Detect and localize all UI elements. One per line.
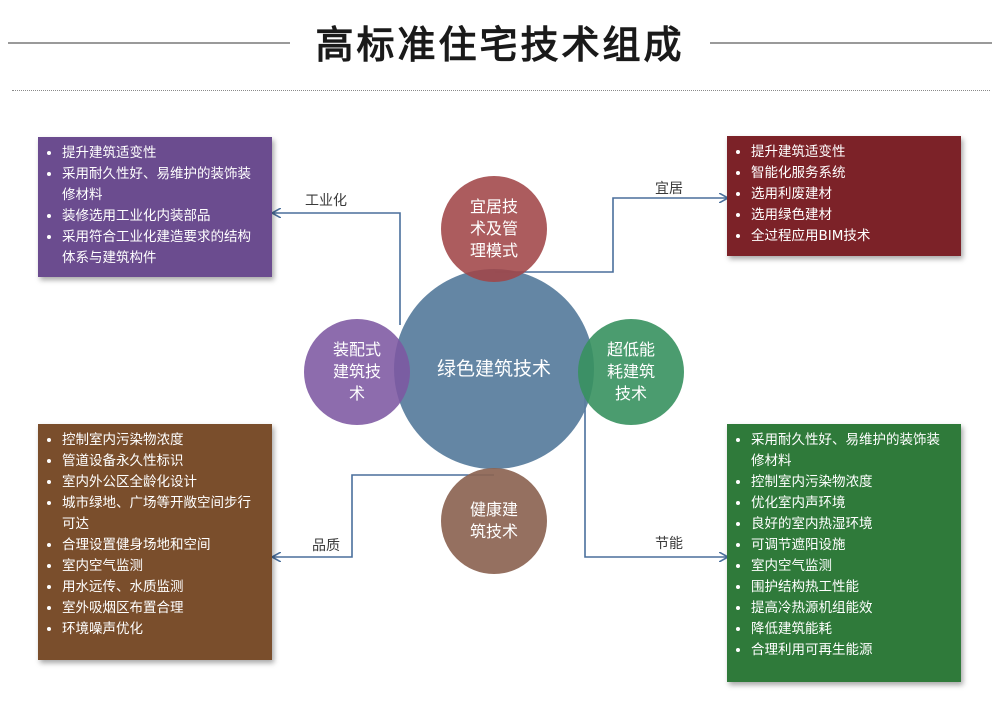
- list-item: 围护结构热工性能: [751, 577, 951, 598]
- page-title: 高标准住宅技术组成: [315, 23, 685, 67]
- box-industrial: 提升建筑适变性 采用耐久性好、易维护的装饰装修材料 装修选用工业化内装部品 采用…: [38, 137, 272, 277]
- list-item: 室内空气监测: [62, 556, 262, 577]
- circle-prefab-tech: 装配式 建筑技 术: [304, 319, 410, 425]
- connector-industrial: [273, 213, 401, 325]
- label-energy: 节能: [655, 536, 683, 552]
- list-item: 降低建筑能耗: [751, 619, 951, 640]
- label-livable: 宜居: [655, 181, 683, 197]
- box-livable: 提升建筑适变性 智能化服务系统 选用利废建材 选用绿色建材 全过程应用BIM技术: [727, 136, 961, 256]
- list-item: 选用利废建材: [751, 184, 951, 205]
- list-item: 合理利用可再生能源: [751, 640, 951, 661]
- list-item: 室内外公区全龄化设计: [62, 472, 262, 493]
- list-item: 合理设置健身场地和空间: [62, 535, 262, 556]
- list-item: 良好的室内热湿环境: [751, 514, 951, 535]
- dotted-divider: [12, 90, 990, 91]
- connector-livable: [495, 198, 727, 273]
- list-item: 选用绿色建材: [751, 205, 951, 226]
- label-industrial: 工业化: [305, 193, 347, 209]
- circle-ultra-low-energy: 超低能 耗建筑 技术: [578, 319, 684, 425]
- list-item: 智能化服务系统: [751, 163, 951, 184]
- list-item: 全过程应用BIM技术: [751, 226, 951, 247]
- circle-healthy-building: 健康建 筑技术: [441, 468, 547, 574]
- circle-green-building: 绿色建筑技术: [394, 269, 594, 469]
- list-item: 采用耐久性好、易维护的装饰装修材料: [751, 430, 951, 472]
- title-rule-right: [710, 42, 992, 44]
- list-item: 环境噪声优化: [62, 619, 262, 640]
- title-rule-left: [8, 42, 290, 44]
- list-item: 提升建筑适变性: [751, 142, 951, 163]
- circle-livable-tech: 宜居技 术及管 理模式: [441, 176, 547, 282]
- box-energy: 采用耐久性好、易维护的装饰装修材料 控制室内污染物浓度 优化室内声环境 良好的室…: [727, 424, 961, 682]
- label-quality: 品质: [312, 538, 340, 554]
- list-item: 控制室内污染物浓度: [62, 430, 262, 451]
- list-item: 提升建筑适变性: [62, 143, 262, 164]
- list-item: 城市绿地、广场等开敞空间步行可达: [62, 493, 262, 535]
- list-item: 提高冷热源机组能效: [751, 598, 951, 619]
- list-item: 可调节遮阳设施: [751, 535, 951, 556]
- connector-quality: [273, 474, 494, 557]
- list-item: 采用耐久性好、易维护的装饰装修材料: [62, 164, 262, 206]
- list-item: 优化室内声环境: [751, 493, 951, 514]
- list-item: 管道设备永久性标识: [62, 451, 262, 472]
- connector-energy: [584, 390, 727, 557]
- list-item: 室外吸烟区布置合理: [62, 598, 262, 619]
- list-item: 控制室内污染物浓度: [751, 472, 951, 493]
- list-item: 用水远传、水质监测: [62, 577, 262, 598]
- list-item: 室内空气监测: [751, 556, 951, 577]
- box-quality: 控制室内污染物浓度 管道设备永久性标识 室内外公区全龄化设计 城市绿地、广场等开…: [38, 424, 272, 660]
- list-item: 采用符合工业化建造要求的结构体系与建筑构件: [62, 227, 262, 269]
- list-item: 装修选用工业化内装部品: [62, 206, 262, 227]
